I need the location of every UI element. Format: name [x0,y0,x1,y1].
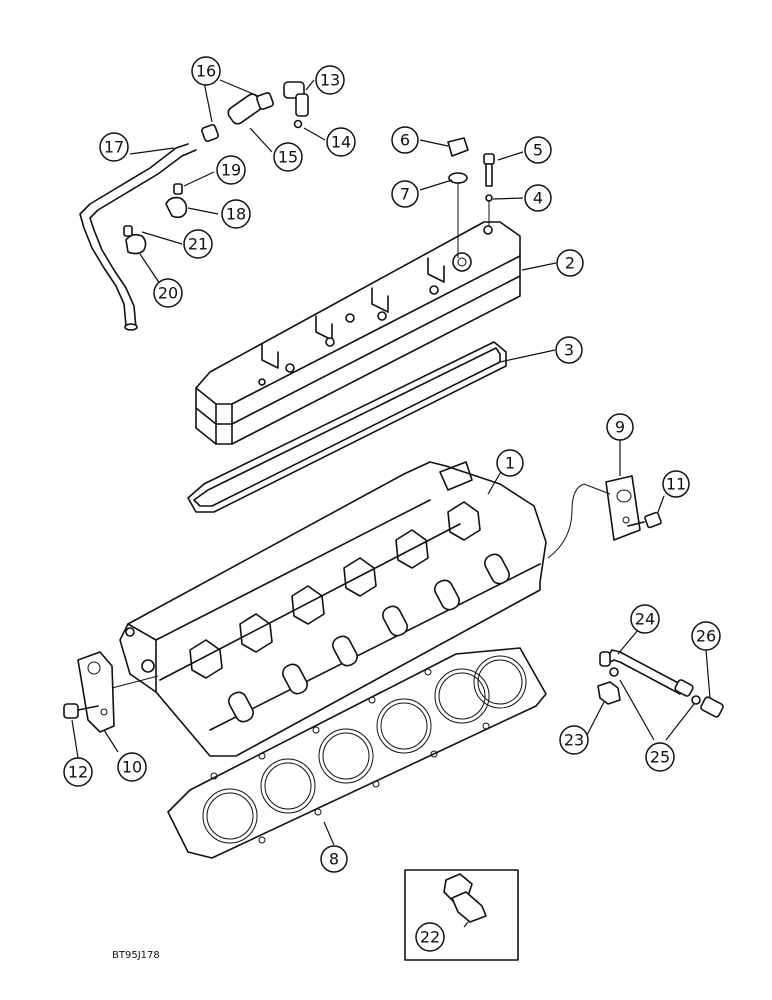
callout-label: 8 [329,850,339,869]
callout-14: 14 [326,127,356,157]
callout-5: 5 [524,136,552,164]
callout-label: 23 [564,731,584,750]
callout-label: 13 [320,71,340,90]
callout-22: 22 [415,922,445,952]
callout-18: 18 [221,199,251,229]
breather-hose [79,143,197,331]
callout-7: 7 [391,180,419,208]
callout-25: 25 [645,742,675,772]
callout-label: 18 [226,205,246,224]
hose-clamps [123,183,188,255]
callout-13: 13 [315,65,345,95]
callout-2: 2 [556,249,584,277]
lifting-bracket-rear [547,475,662,559]
tube-assembly [597,649,724,718]
callout-8: 8 [320,845,348,873]
callout-label: 7 [400,185,410,204]
callout-label: 20 [158,284,178,303]
callout-15: 15 [273,142,303,172]
callout-label: 21 [188,235,208,254]
callout-label: 17 [104,138,124,157]
callout-12: 12 [63,757,93,787]
callout-label: 22 [420,928,440,947]
callout-label: 14 [331,133,351,152]
callout-4: 4 [524,184,552,212]
callout-24: 24 [630,604,660,634]
callout-label: 16 [196,62,216,81]
callout-label: 9 [615,418,625,437]
callout-6: 6 [391,126,419,154]
callout-label: 4 [533,189,543,208]
leader-lines [71,79,711,928]
callout-26: 26 [691,621,721,651]
callout-9: 9 [606,413,634,441]
callout-23: 23 [559,725,589,755]
callout-label: 15 [278,148,298,167]
callout-3: 3 [555,336,583,364]
callout-label: 3 [564,341,574,360]
callout-label: 24 [635,610,655,629]
callout-20: 20 [153,278,183,308]
lifting-bracket-front [63,651,159,733]
callout-21: 21 [183,229,213,259]
head-gasket [167,647,547,859]
callout-16: 16 [191,56,221,86]
callout-label: 26 [696,627,716,646]
callout-label: 6 [400,131,410,150]
valve-cover [195,221,521,445]
callout-label: 19 [221,161,241,180]
callout-label: 25 [650,748,670,767]
drawing-id: BT95J178 [112,950,160,961]
callout-17: 17 [99,132,129,162]
cylinder-head [119,461,547,757]
callout-19: 19 [216,155,246,185]
plug-inset [404,869,519,961]
callout-11: 11 [662,470,690,498]
callout-label: 12 [68,763,88,782]
callout-label: 1 [505,454,515,473]
callout-label: 10 [122,758,142,777]
callout-label: 2 [565,254,575,273]
callout-label: 5 [533,141,543,160]
valve-cover-gasket [187,341,507,513]
callout-label: 11 [666,475,686,494]
cover-hardware [447,137,495,258]
callout-1: 1 [496,449,524,477]
hose-fittings [201,81,309,142]
callout-10: 10 [117,752,147,782]
